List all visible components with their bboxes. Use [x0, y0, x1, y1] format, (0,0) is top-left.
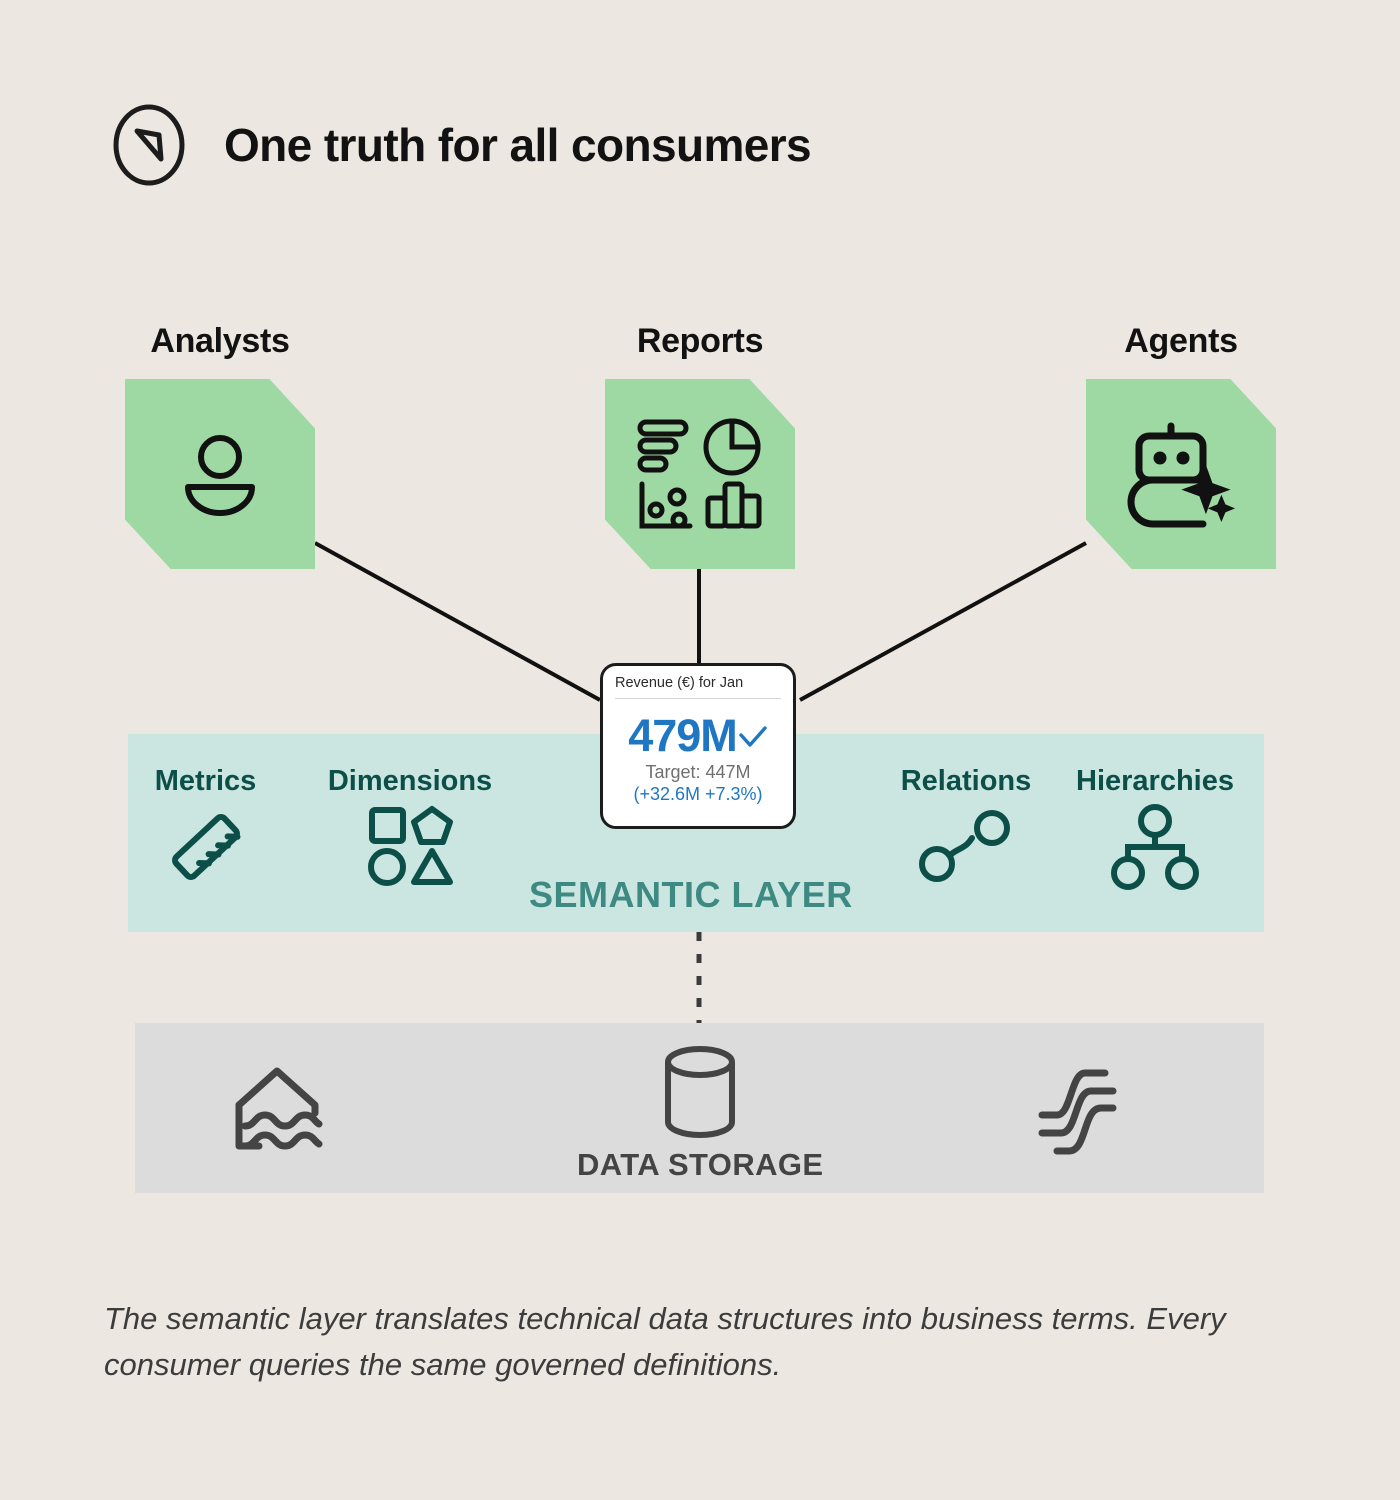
- consumer-reports-label: Reports: [636, 322, 764, 360]
- kpi-card[interactable]: Revenue (€) for Jan 479M Target: 447M (+…: [600, 663, 796, 829]
- relations-nodes-icon: [919, 810, 1010, 882]
- robot-sparkle-icon: [1127, 422, 1235, 528]
- semantic-item-relations[interactable]: Relations: [880, 765, 1052, 886]
- semantic-item-relations-label: Relations: [900, 765, 1032, 797]
- data-lake-icon: [235, 1067, 323, 1150]
- consumer-analysts-label: Analysts: [150, 322, 290, 360]
- page-header: One truth for all consumers: [108, 104, 812, 186]
- semantic-item-hierarchies-label: Hierarchies: [1076, 765, 1234, 797]
- consumer-agents[interactable]: Agents: [1086, 322, 1276, 569]
- semantic-item-dimensions[interactable]: Dimensions: [310, 765, 510, 888]
- consumer-agents-label: Agents: [1124, 322, 1238, 360]
- ruler-icon: [171, 814, 240, 880]
- connector-agents-to-kpi: [799, 541, 1087, 702]
- kpi-card-value-row: 479M: [615, 713, 781, 758]
- data-pipeline-icon-wrapper[interactable]: [1035, 1058, 1135, 1163]
- hierarchy-tree-icon: [1111, 804, 1199, 890]
- database-icon-wrapper[interactable]: [660, 1044, 740, 1145]
- data-lake-icon-wrapper[interactable]: [225, 1058, 329, 1163]
- checkmark-icon: [739, 725, 767, 747]
- semantic-item-hierarchies[interactable]: Hierarchies: [1060, 765, 1250, 890]
- kpi-card-delta: (+32.6M +7.3%): [633, 784, 763, 804]
- consumer-reports-tile[interactable]: [605, 379, 795, 569]
- kpi-card-target: Target: 447M: [645, 762, 751, 782]
- page-title: One truth for all consumers: [224, 119, 812, 171]
- semantic-item-metrics-label: Metrics: [154, 765, 257, 797]
- consumer-agents-tile[interactable]: [1086, 379, 1276, 569]
- user-icon: [185, 435, 255, 516]
- consumer-analysts[interactable]: Analysts: [125, 322, 315, 569]
- compass-icon: [113, 104, 185, 186]
- data-pipeline-icon: [1038, 1069, 1117, 1155]
- data-storage-title: DATA STORAGE: [577, 1147, 824, 1182]
- caption-text: The semantic layer translates technical …: [104, 1301, 1226, 1382]
- consumer-analysts-tile[interactable]: [125, 379, 315, 569]
- charts-icon: [637, 418, 762, 529]
- kpi-card-value: 479M: [628, 710, 738, 761]
- semantic-layer-title: SEMANTIC LAYER: [529, 874, 853, 915]
- semantic-item-dimensions-label: Dimensions: [327, 765, 493, 797]
- database-cylinder-icon: [665, 1046, 735, 1138]
- shapes-icon: [368, 806, 453, 886]
- semantic-item-metrics[interactable]: Metrics: [128, 765, 283, 890]
- connector-analysts-to-kpi: [314, 541, 601, 702]
- consumer-reports[interactable]: Reports: [605, 322, 795, 569]
- kpi-card-title: Revenue (€) for Jan: [615, 675, 781, 699]
